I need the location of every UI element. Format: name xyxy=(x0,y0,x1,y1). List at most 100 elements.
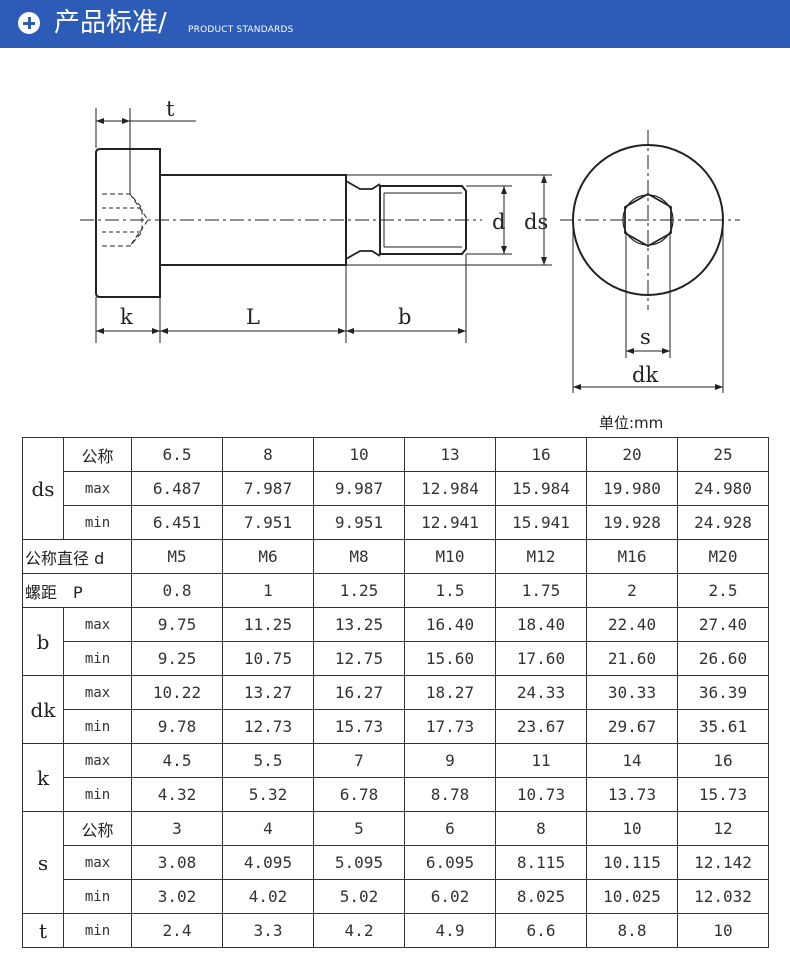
table-cell: 4.32 xyxy=(131,777,223,812)
dim-label-d: d xyxy=(492,210,505,234)
table-cell: 6.6 xyxy=(495,913,587,948)
table-cell: 5.02 xyxy=(313,879,405,914)
table-cell: 15.73 xyxy=(677,777,769,812)
sub-label: min xyxy=(63,641,132,676)
table-cell: 8 xyxy=(495,811,587,846)
table-cell: 23.67 xyxy=(495,709,587,744)
table-cell: 6.02 xyxy=(404,879,496,914)
section-header: 产品标准/ PRODUCT STANDARDS xyxy=(0,0,790,48)
table-cell: 0.8 xyxy=(131,573,223,608)
table-cell: 8 xyxy=(222,437,314,472)
table-cell: 16.27 xyxy=(313,675,405,710)
dim-label-dk: dk xyxy=(632,363,658,387)
table-cell: 5.095 xyxy=(313,845,405,880)
table-cell: 18.27 xyxy=(404,675,496,710)
table-cell: 10 xyxy=(313,437,405,472)
table-cell: 16.40 xyxy=(404,607,496,642)
table-cell: 6.095 xyxy=(404,845,496,880)
table-cell: 24.33 xyxy=(495,675,587,710)
table-cell: 13 xyxy=(404,437,496,472)
table-cell: 24.980 xyxy=(677,471,769,506)
table-cell: 19.928 xyxy=(586,505,678,540)
unit-label: 单位:mm xyxy=(599,414,664,432)
sub-label: 公称 xyxy=(63,811,132,846)
table-cell: 6 xyxy=(404,811,496,846)
table-cell: 4.5 xyxy=(131,743,223,778)
table-cell: 13.25 xyxy=(313,607,405,642)
table-cell: 4.2 xyxy=(313,913,405,948)
sub-label: max xyxy=(63,607,132,642)
sub-label: min xyxy=(63,505,132,540)
table-cell: M12 xyxy=(495,539,587,574)
table-cell: 17.60 xyxy=(495,641,587,676)
table-cell: 18.40 xyxy=(495,607,587,642)
section-title: 产品标准/ xyxy=(54,8,167,38)
table-cell: 7.987 xyxy=(222,471,314,506)
table-cell: 9.987 xyxy=(313,471,405,506)
table-cell: M5 xyxy=(131,539,223,574)
sub-label: min xyxy=(63,879,132,914)
group-label: s xyxy=(22,811,64,914)
table-cell: 35.61 xyxy=(677,709,769,744)
table-cell: 6.5 xyxy=(131,437,223,472)
table-cell: 20 xyxy=(586,437,678,472)
table-cell: 3.02 xyxy=(131,879,223,914)
sub-label: max xyxy=(63,845,132,880)
table-cell: 8.025 xyxy=(495,879,587,914)
dim-label-L: L xyxy=(246,305,260,329)
table-cell: 9.78 xyxy=(131,709,223,744)
table-cell: 2.4 xyxy=(131,913,223,948)
table-cell: 26.60 xyxy=(677,641,769,676)
table-cell: 15.984 xyxy=(495,471,587,506)
table-cell: 3.08 xyxy=(131,845,223,880)
table-cell: 7 xyxy=(313,743,405,778)
table-cell: 12 xyxy=(677,811,769,846)
sub-label: 公称 xyxy=(63,437,132,472)
table-cell: 9.951 xyxy=(313,505,405,540)
table-cell: 12.75 xyxy=(313,641,405,676)
table-cell: 16 xyxy=(495,437,587,472)
table-cell: 22.40 xyxy=(586,607,678,642)
table-cell: 1.5 xyxy=(404,573,496,608)
table-cell: M10 xyxy=(404,539,496,574)
table-cell: 8.78 xyxy=(404,777,496,812)
table-cell: 4 xyxy=(222,811,314,846)
table-cell: 3 xyxy=(131,811,223,846)
group-label: dk xyxy=(22,675,64,744)
table-cell: 10.73 xyxy=(495,777,587,812)
table-cell: 1.25 xyxy=(313,573,405,608)
sub-label: min xyxy=(63,913,132,948)
table-cell: 6.487 xyxy=(131,471,223,506)
table-cell: 12.032 xyxy=(677,879,769,914)
table-cell: 2 xyxy=(586,573,678,608)
table-cell: 5.5 xyxy=(222,743,314,778)
table-cell: 12.941 xyxy=(404,505,496,540)
table-cell: 11.25 xyxy=(222,607,314,642)
group-label: k xyxy=(22,743,64,812)
table-cell: 14 xyxy=(586,743,678,778)
table-cell: 7.951 xyxy=(222,505,314,540)
sub-label: max xyxy=(63,471,132,506)
table-cell: 9.25 xyxy=(131,641,223,676)
table-cell: 30.33 xyxy=(586,675,678,710)
table-cell: M8 xyxy=(313,539,405,574)
sub-label: max xyxy=(63,675,132,710)
table-cell: M20 xyxy=(677,539,769,574)
dim-label-t: t xyxy=(166,97,175,121)
table-cell: 10.115 xyxy=(586,845,678,880)
table-cell: 21.60 xyxy=(586,641,678,676)
table-cell: 12.142 xyxy=(677,845,769,880)
